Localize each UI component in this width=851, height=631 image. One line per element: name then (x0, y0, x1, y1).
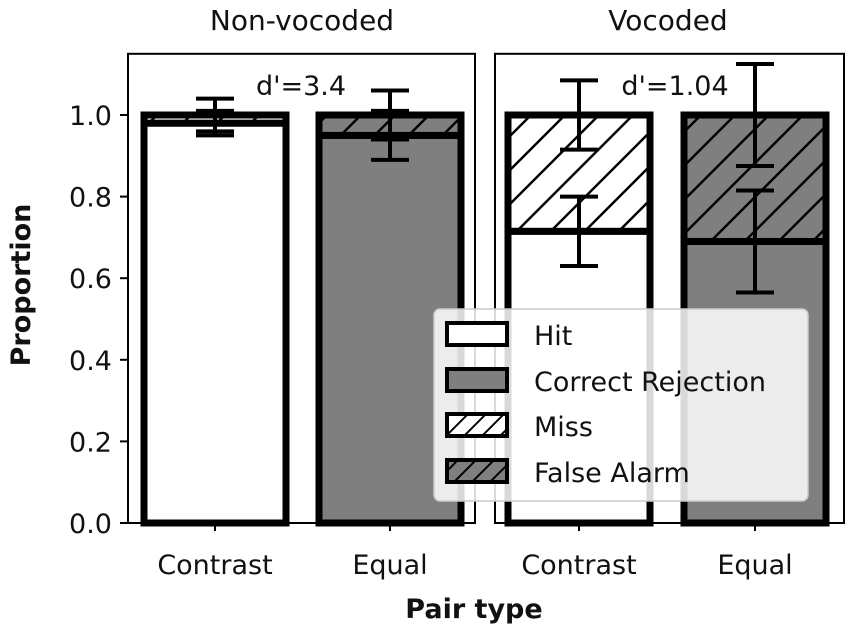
y-axis-label: Proportion (6, 204, 37, 367)
legend-label-correct-rejection: Correct Rejection (534, 367, 766, 398)
x-tick-label-non-vocoded-contrast: Contrast (157, 550, 272, 581)
legend-frame (433, 308, 809, 502)
y-tick-label: 0.0 (69, 509, 112, 540)
y-tick-label: 0.2 (69, 427, 112, 458)
legend-label-miss: Miss (534, 412, 593, 443)
x-tick-label-non-vocoded-equal: Equal (352, 550, 427, 581)
y-tick-label: 0.6 (69, 264, 112, 295)
panel-frame-non-vocoded (127, 52, 476, 525)
legend-swatch-false-alarm (445, 458, 509, 484)
legend: Hit Correct Rejection Miss False Alarm (433, 308, 809, 502)
panel-frame-vocoded (494, 52, 845, 525)
error-bars-layer (196, 62, 774, 295)
panel-title-vocoded: Vocoded (608, 4, 727, 37)
dprime-annotation-non-vocoded: d'=3.4 (256, 71, 346, 102)
error-bar-top-vocoded-equal (736, 62, 774, 168)
dprime-annotation-vocoded: d'=1.04 (621, 71, 728, 102)
legend-swatch-miss (445, 412, 509, 438)
x-tick-label-vocoded-equal: Equal (717, 550, 792, 581)
axes-layer: Contrast Equal Contrast Equal 0.0 0.2 0.4 0.6 0.… (69, 52, 845, 581)
x-tick-label-vocoded-contrast: Contrast (521, 550, 636, 581)
error-bar-top-vocoded-contrast (560, 78, 598, 152)
legend-label-false-alarm: False Alarm (534, 458, 690, 489)
y-tick-label: 1.0 (69, 101, 112, 132)
panel-title-non-vocoded: Non-vocoded (210, 4, 394, 37)
bar-hit-non-vocoded-contrast (140, 119, 290, 527)
error-bar-bottom-vocoded-contrast (560, 194, 598, 268)
y-tick-label: 0.8 (69, 183, 112, 214)
legend-label-hit: Hit (534, 321, 572, 352)
legend-swatch-correct-rejection (445, 367, 509, 393)
error-bar-top-non-vocoded-equal (371, 88, 409, 142)
x-axis-label: Pair type (405, 594, 542, 625)
legend-swatch-hit (445, 321, 509, 347)
error-bar-bottom-vocoded-equal (736, 188, 774, 295)
y-tick-label: 0.4 (69, 346, 112, 377)
error-bar-top-non-vocoded-contrast (196, 96, 234, 134)
